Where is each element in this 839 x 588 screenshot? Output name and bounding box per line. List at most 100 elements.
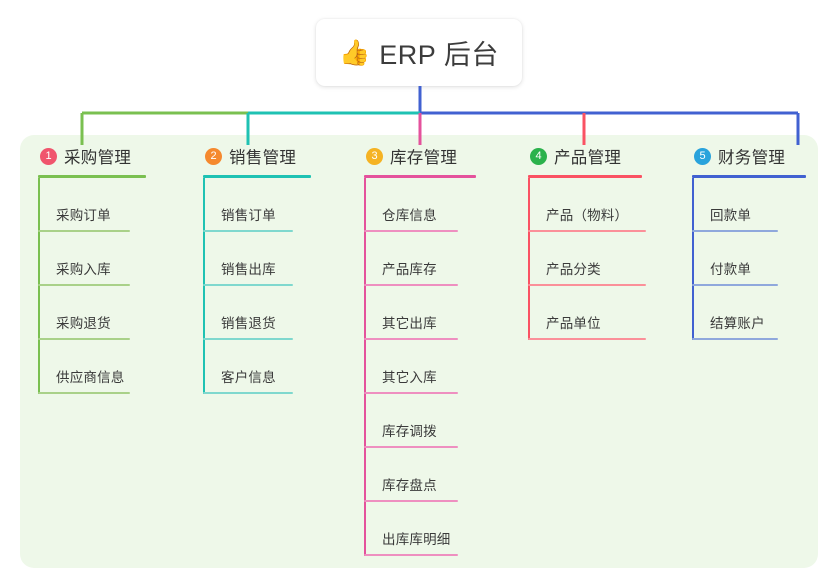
- branch-column-2[interactable]: 2 销售管理销售订单销售出库销售退货客户信息: [203, 144, 311, 394]
- leaf-underline: [203, 338, 293, 340]
- leaf-node[interactable]: 结算账户: [692, 286, 806, 340]
- leaf-underline: [203, 230, 293, 232]
- branch-title: 产品管理: [554, 149, 622, 167]
- leaf-underline: [692, 230, 778, 232]
- leaf-underline: [692, 338, 778, 340]
- leaf-label: 产品（物料）: [546, 208, 629, 223]
- leaf-label: 采购入库: [56, 262, 111, 277]
- branch-column-1[interactable]: 1 采购管理采购订单采购入库采购退货供应商信息: [38, 144, 146, 394]
- leaf-node[interactable]: 供应商信息: [38, 340, 146, 394]
- leaf-underline: [364, 554, 458, 556]
- leaf-label: 出库库明细: [382, 532, 451, 547]
- leaf-label: 其它入库: [382, 370, 437, 385]
- branch-underline: [528, 175, 642, 178]
- leaf-node[interactable]: 产品库存: [364, 232, 476, 286]
- leaf-underline: [528, 230, 646, 232]
- leaf-underline: [364, 500, 458, 502]
- root-node-card[interactable]: 👍 ERP 后台: [316, 19, 522, 86]
- branch-header[interactable]: 5 财务管理: [692, 144, 806, 168]
- leaf-label: 产品单位: [546, 316, 601, 331]
- thumbs-up-icon: 👍: [339, 39, 371, 67]
- leaf-label: 仓库信息: [382, 208, 437, 223]
- leaf-underline: [364, 230, 458, 232]
- leaf-label: 产品库存: [382, 262, 437, 277]
- branch-underline: [364, 175, 476, 178]
- leaf-label: 结算账户: [710, 316, 765, 331]
- branch-index-badge: 2: [205, 147, 222, 165]
- leaf-label: 采购订单: [56, 208, 111, 223]
- branch-title: 库存管理: [390, 149, 458, 167]
- branch-index-badge: 3: [366, 147, 383, 165]
- leaf-node[interactable]: 回款单: [692, 178, 806, 232]
- leaf-underline: [38, 392, 130, 394]
- leaf-underline: [692, 284, 778, 286]
- branch-header[interactable]: 1 采购管理: [38, 144, 146, 168]
- branch-title: 销售管理: [229, 149, 297, 167]
- leaf-label: 库存调拨: [382, 424, 437, 439]
- leaf-underline: [364, 392, 458, 394]
- branch-underline: [38, 175, 146, 178]
- leaf-node[interactable]: 产品单位: [528, 286, 646, 340]
- branch-stem: [528, 178, 530, 340]
- branch-column-5[interactable]: 5 财务管理回款单付款单结算账户: [692, 144, 806, 340]
- leaf-node[interactable]: 采购入库: [38, 232, 146, 286]
- branch-header[interactable]: 3 库存管理: [364, 144, 476, 168]
- leaf-label: 采购退货: [56, 316, 111, 331]
- leaf-node[interactable]: 库存盘点: [364, 448, 476, 502]
- leaf-underline: [364, 446, 458, 448]
- branch-index-badge: 5: [694, 147, 711, 165]
- leaf-underline: [203, 284, 293, 286]
- leaf-label: 销售出库: [221, 262, 276, 277]
- branch-body: 回款单付款单结算账户: [692, 178, 806, 340]
- branch-stem: [364, 178, 366, 556]
- branch-underline: [692, 175, 806, 178]
- branch-stem: [38, 178, 40, 394]
- leaf-node[interactable]: 产品（物料）: [528, 178, 646, 232]
- branch-index-badge: 1: [40, 147, 57, 165]
- leaf-underline: [38, 284, 130, 286]
- leaf-node[interactable]: 库存调拨: [364, 394, 476, 448]
- leaf-underline: [364, 284, 458, 286]
- leaf-label: 其它出库: [382, 316, 437, 331]
- branch-stem: [692, 178, 694, 340]
- leaf-node[interactable]: 采购退货: [38, 286, 146, 340]
- leaf-label: 付款单: [710, 262, 752, 277]
- leaf-label: 客户信息: [221, 370, 276, 385]
- leaf-underline: [38, 338, 130, 340]
- leaf-label: 供应商信息: [56, 370, 125, 385]
- leaf-node[interactable]: 产品分类: [528, 232, 646, 286]
- leaf-node[interactable]: 其它入库: [364, 340, 476, 394]
- branch-column-3[interactable]: 3 库存管理仓库信息产品库存其它出库其它入库库存调拨库存盘点出库库明细: [364, 144, 476, 556]
- leaf-node[interactable]: 销售退货: [203, 286, 311, 340]
- branch-stem: [203, 178, 205, 394]
- diagram-panel: [20, 135, 818, 568]
- leaf-underline: [364, 338, 458, 340]
- branch-underline: [203, 175, 311, 178]
- branch-header[interactable]: 4 产品管理: [528, 144, 642, 168]
- branch-body: 产品（物料） 产品分类产品单位: [528, 178, 646, 340]
- leaf-node[interactable]: 销售订单: [203, 178, 311, 232]
- leaf-node[interactable]: 客户信息: [203, 340, 311, 394]
- leaf-underline: [528, 338, 646, 340]
- root-node-title: ERP 后台: [379, 40, 499, 70]
- branch-body: 销售订单销售出库销售退货客户信息: [203, 178, 311, 394]
- leaf-node[interactable]: 付款单: [692, 232, 806, 286]
- branch-column-4[interactable]: 4 产品管理产品（物料） 产品分类产品单位: [528, 144, 646, 340]
- leaf-underline: [528, 284, 646, 286]
- branch-body: 采购订单采购入库采购退货供应商信息: [38, 178, 146, 394]
- leaf-node[interactable]: 出库库明细: [364, 502, 476, 556]
- leaf-underline: [38, 230, 130, 232]
- branch-index-badge: 4: [530, 147, 547, 165]
- branch-body: 仓库信息产品库存其它出库其它入库库存调拨库存盘点出库库明细: [364, 178, 476, 556]
- leaf-node[interactable]: 仓库信息: [364, 178, 476, 232]
- branch-title: 采购管理: [64, 149, 132, 167]
- leaf-node[interactable]: 其它出库: [364, 286, 476, 340]
- leaf-label: 产品分类: [546, 262, 601, 277]
- leaf-label: 回款单: [710, 208, 752, 223]
- branch-header[interactable]: 2 销售管理: [203, 144, 311, 168]
- leaf-node[interactable]: 销售出库: [203, 232, 311, 286]
- leaf-label: 库存盘点: [382, 478, 437, 493]
- leaf-label: 销售退货: [221, 316, 276, 331]
- branch-title: 财务管理: [718, 149, 786, 167]
- leaf-node[interactable]: 采购订单: [38, 178, 146, 232]
